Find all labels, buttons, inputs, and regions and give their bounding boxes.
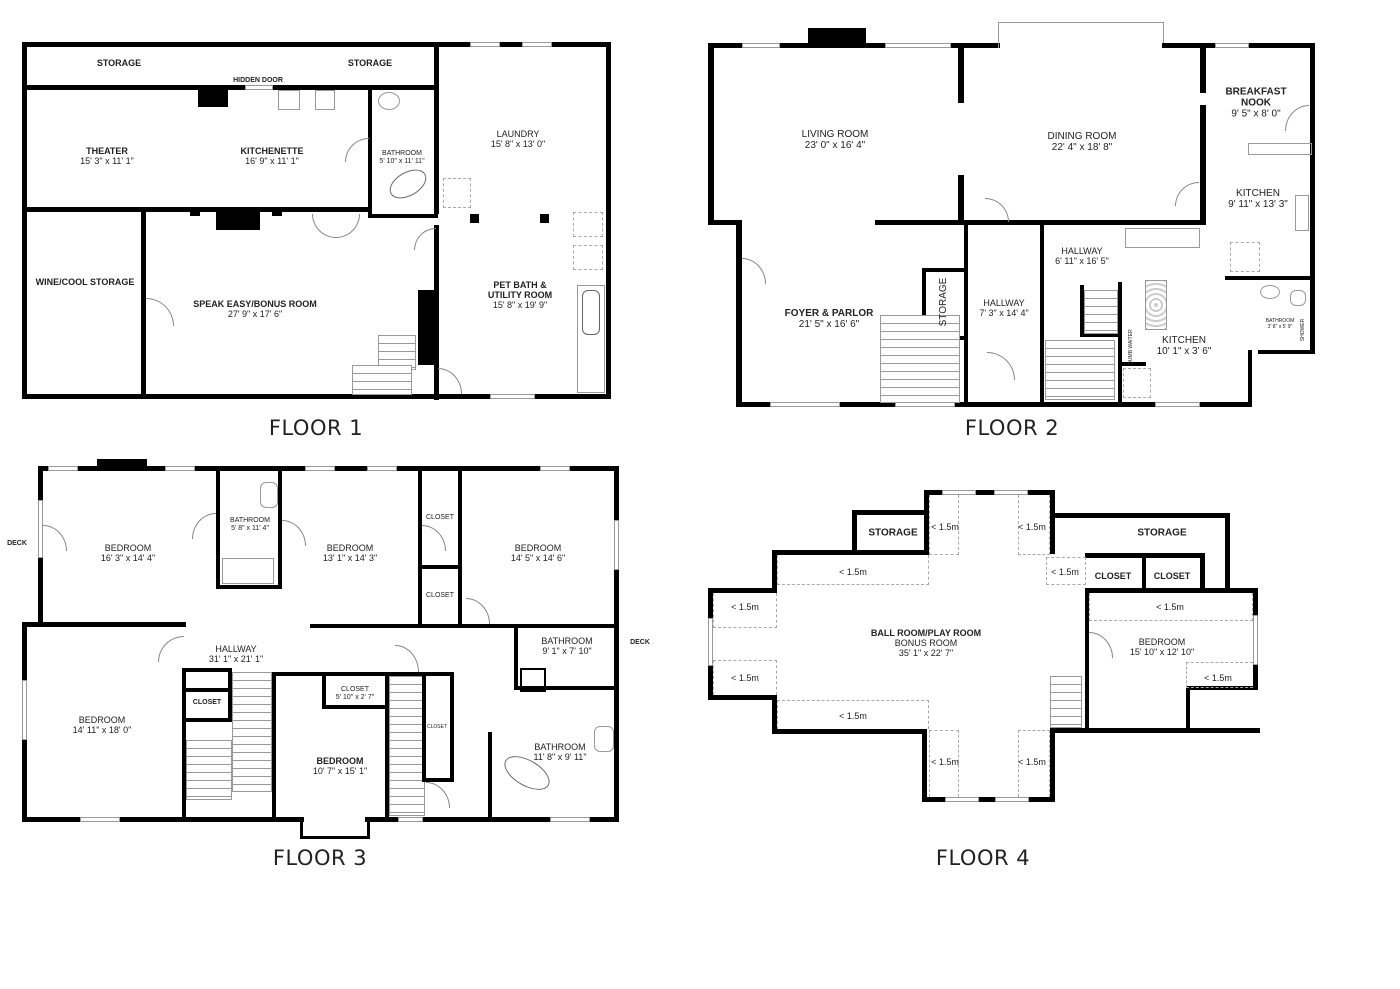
room-label-storage: STORAGE	[938, 277, 949, 327]
low-ceiling-label: < 1.5m	[839, 711, 867, 721]
closet-label: CLOSET	[425, 592, 455, 599]
low-ceiling-label: < 1.5m	[1018, 757, 1046, 767]
deck-label: DECK	[630, 639, 650, 646]
closet-label: CLOSET	[425, 514, 455, 521]
room-label: STORAGE	[96, 58, 142, 68]
closet-label: CLOSET	[1094, 571, 1132, 581]
floor-1-title: FLOOR 1	[268, 416, 364, 440]
closet-label: CLOSET	[192, 699, 222, 706]
low-ceiling-label: < 1.5m	[1051, 567, 1079, 577]
room-label-storage: STORAGE	[1137, 527, 1187, 539]
low-ceiling-label: < 1.5m	[839, 567, 867, 577]
low-ceiling-label: < 1.5m	[931, 522, 959, 532]
low-ceiling-label: < 1.5m	[731, 673, 759, 683]
low-ceiling-label: < 1.5m	[1156, 602, 1184, 612]
shower-label: SHOWER	[1300, 318, 1306, 342]
low-ceiling-label: < 1.5m	[1018, 522, 1046, 532]
deck-label: DECK	[7, 540, 27, 547]
low-ceiling-label: < 1.5m	[1204, 673, 1232, 683]
closet-label: CLOSET	[426, 724, 448, 730]
room-label: STORAGE	[347, 58, 393, 68]
room-label-storage: STORAGE	[868, 527, 918, 539]
room-label-wine-storage: WINE/COOL STORAGE	[35, 277, 135, 287]
low-ceiling-label: < 1.5m	[931, 757, 959, 767]
floor-4-title: FLOOR 4	[935, 846, 1031, 870]
dumb-waiter-label: DUMB WAITER	[1128, 329, 1134, 365]
floor-2-title: FLOOR 2	[964, 416, 1060, 440]
hidden-door-label: HIDDEN DOOR	[233, 77, 283, 84]
watermark	[0, 890, 1400, 989]
closet-label: CLOSET	[1153, 571, 1191, 581]
low-ceiling-label: < 1.5m	[731, 602, 759, 612]
floor-3-title: FLOOR 3	[272, 846, 368, 870]
